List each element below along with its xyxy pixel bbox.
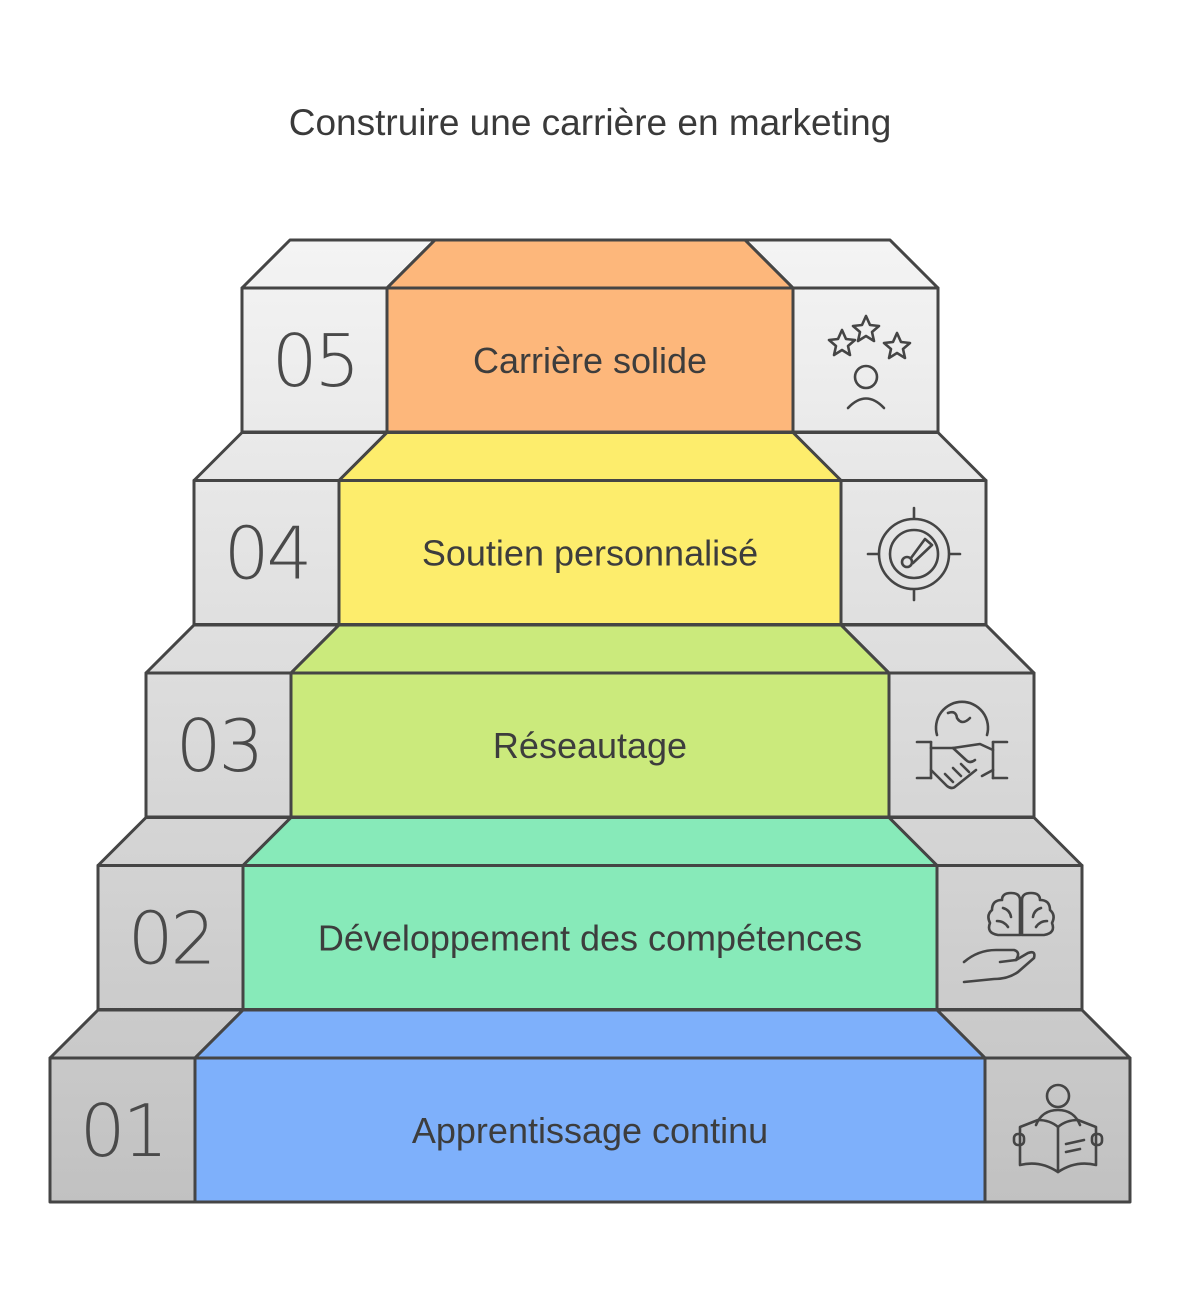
step-number-block <box>48 1056 197 1204</box>
target-gauge-icon <box>866 506 962 602</box>
step-number-block <box>240 286 389 434</box>
global-handshake-icon <box>915 700 1009 790</box>
step-icon-block <box>887 671 1036 819</box>
step-top-face <box>241 816 939 867</box>
step-05: 05 Carrière solide <box>240 238 940 434</box>
step-panel <box>241 864 939 1011</box>
step-number: 01 <box>80 1089 166 1173</box>
step-top-face <box>337 431 843 482</box>
step-02: 02 Développement des compétences <box>96 816 1084 1011</box>
step-label: Apprentissage continu <box>412 1110 768 1151</box>
step-number: 05 <box>272 319 358 403</box>
step-panel <box>337 479 843 626</box>
step-number: 04 <box>224 512 310 596</box>
step-top-face <box>193 1008 987 1060</box>
diagram-title: Construire une carrière en marketing <box>289 102 892 143</box>
step-top-face <box>385 238 795 290</box>
step-label: Réseautage <box>493 725 687 766</box>
step-label: Développement des compétences <box>318 918 862 959</box>
person-reading-book-icon <box>1012 1083 1104 1174</box>
step-number: 02 <box>128 897 214 981</box>
step-01: 01 Apprentissage continu <box>48 1008 1132 1204</box>
step-04: 04 Soutien personnalisé <box>192 431 988 626</box>
person-with-stars-icon <box>827 314 912 410</box>
brain-in-hand-icon <box>962 891 1055 984</box>
step-number-block <box>96 864 245 1011</box>
step-panel <box>289 671 891 819</box>
step-number: 03 <box>176 704 262 788</box>
step-03: 03 Réseautage <box>144 623 1036 819</box>
step-icon-block <box>935 864 1084 1011</box>
step-label: Soutien personnalisé <box>422 533 758 574</box>
step-panel <box>193 1056 987 1204</box>
step-top-face <box>289 623 891 675</box>
step-icon-block <box>791 286 940 434</box>
step-label: Carrière solide <box>473 340 707 381</box>
